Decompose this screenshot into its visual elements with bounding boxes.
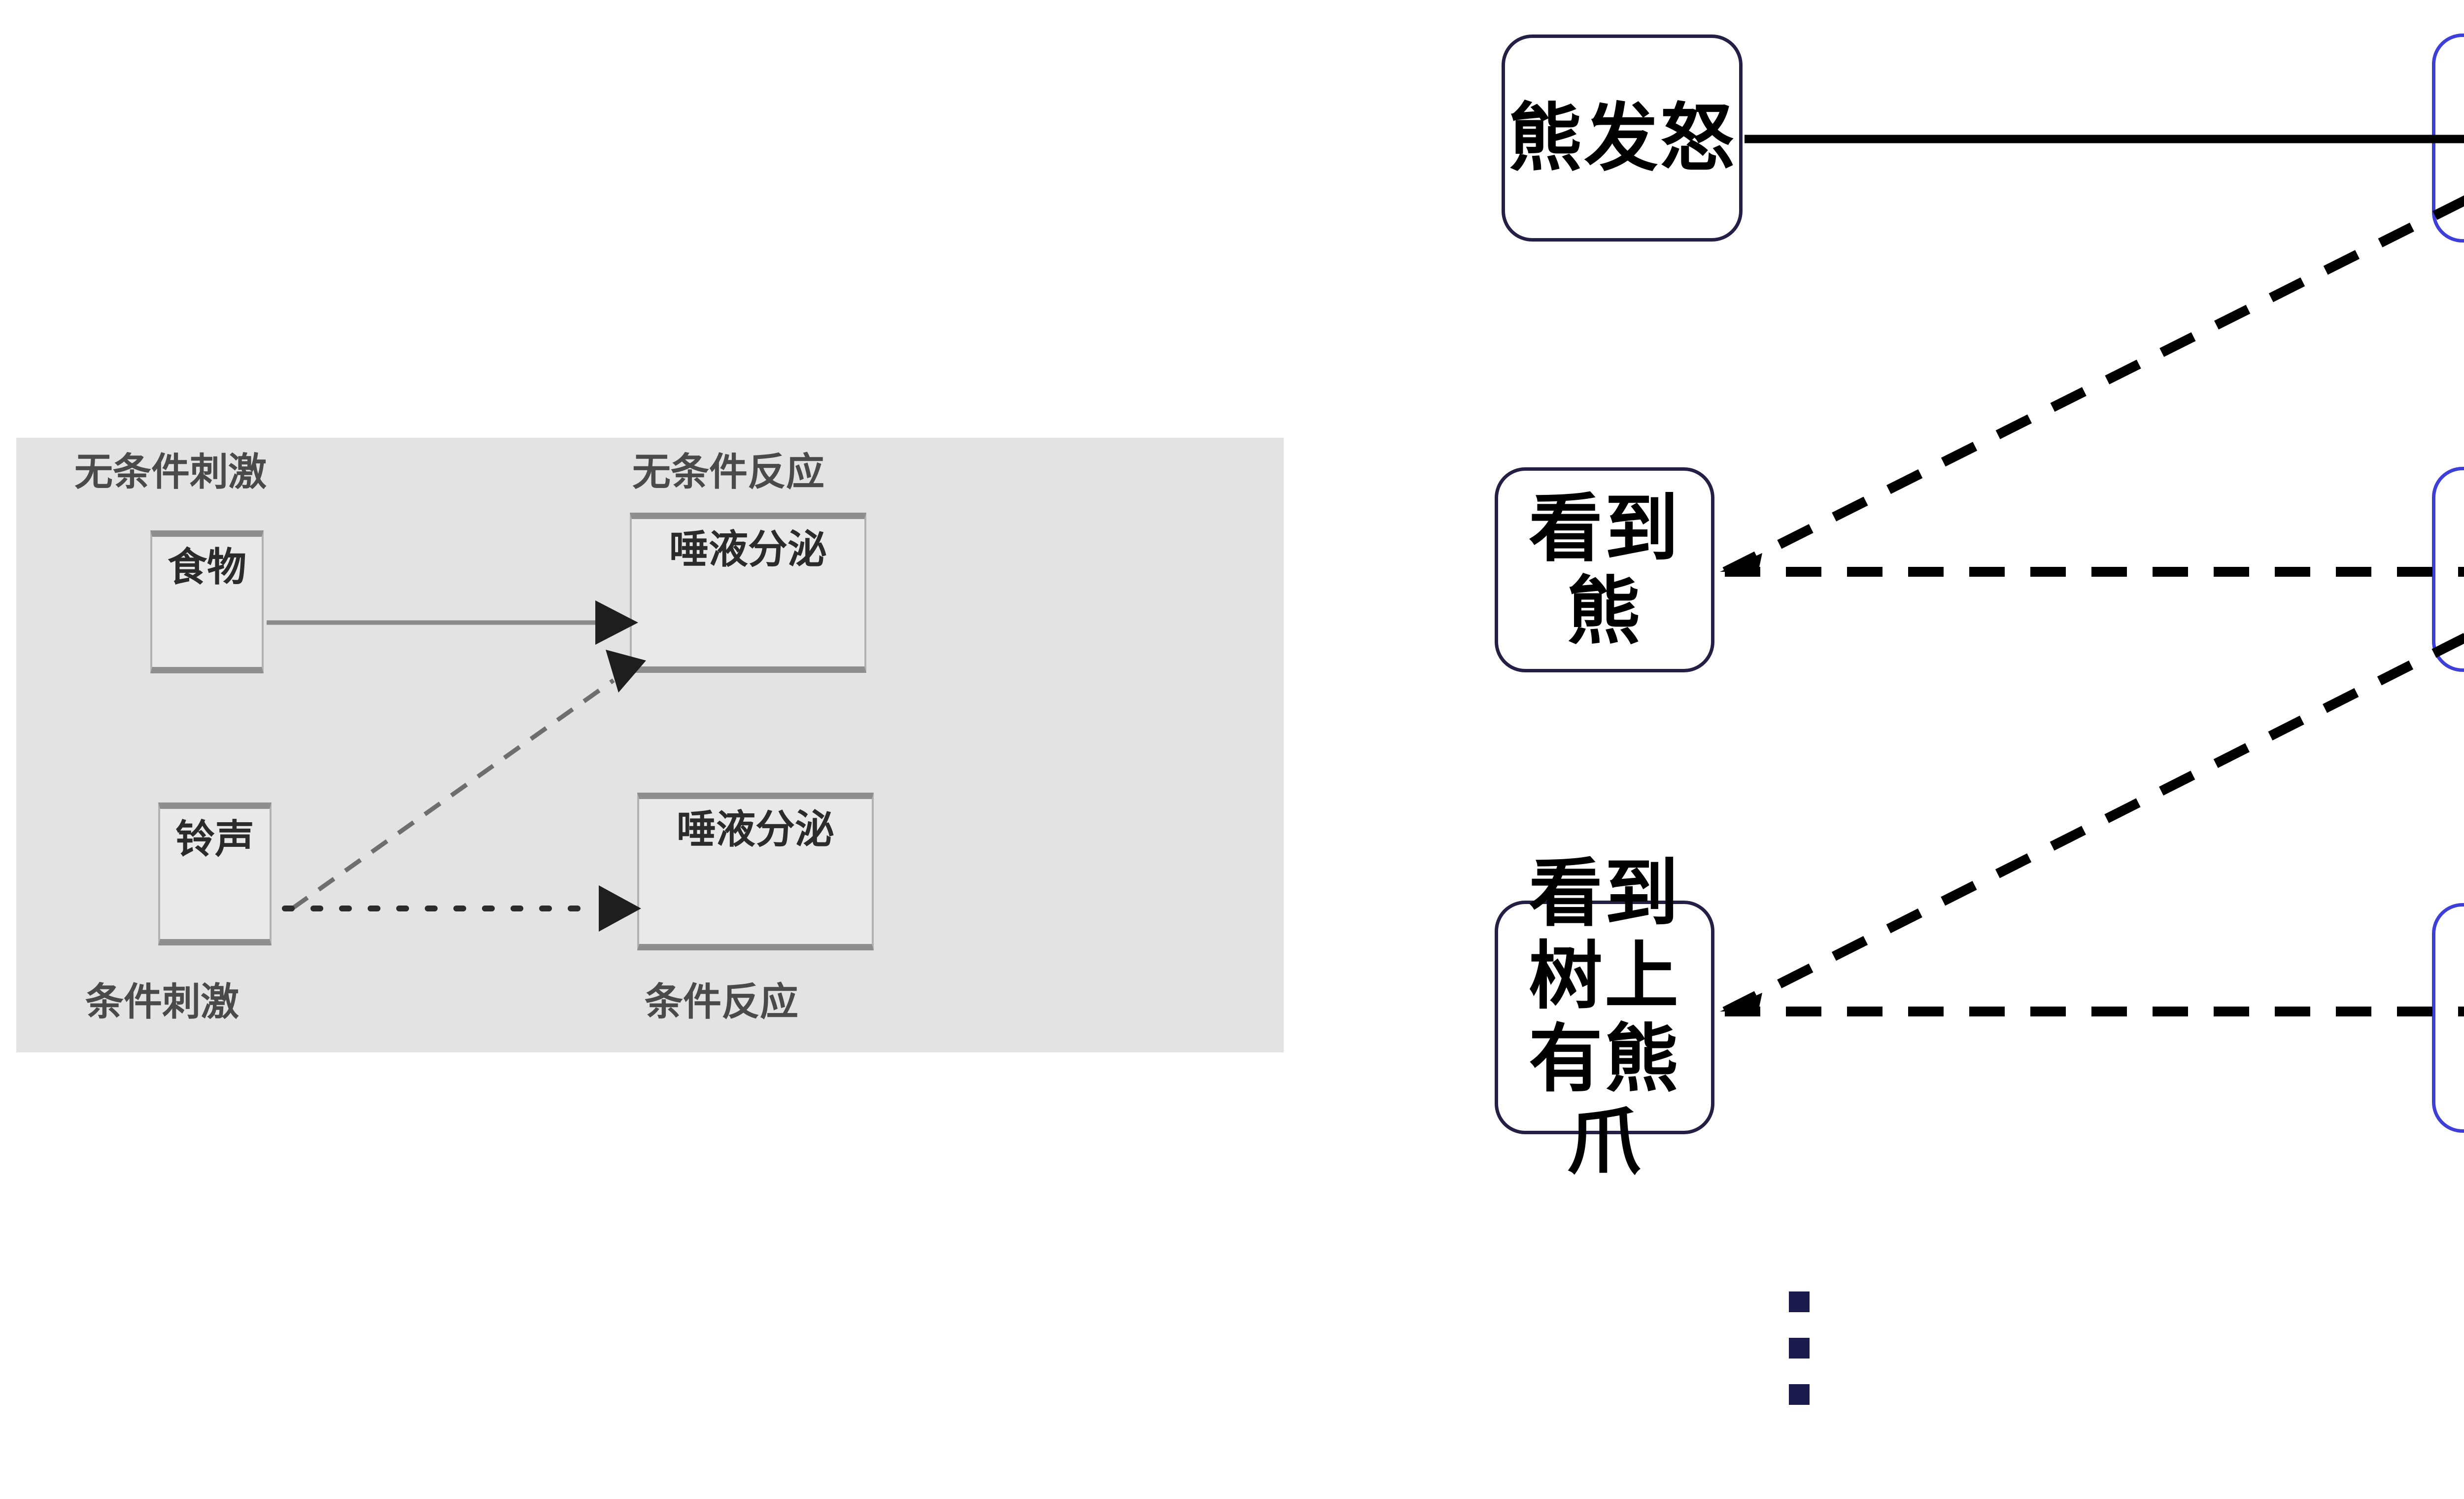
cc-box-salivation-top-label: 唾液分泌 [669,527,827,571]
rl-box-bear-angry-label: 熊发怒 [1508,97,1736,179]
ellipsis-dot [1789,1338,1810,1359]
ellipsis-dot [1789,1384,1810,1405]
cc-arrow-bell-to-salivation-bottom [282,885,641,932]
classical-conditioning-panel: 无条件刺激 无条件反应 条件刺激 条件反应 食物 铃声 唾液分泌 唾液分泌 [16,438,1284,1052]
rl-arrow-see-claw-to-v-s-prime [1722,632,2464,1016]
label-conditioned-stimulus: 条件刺激 [85,980,240,1023]
label-unconditioned-stimulus: 无条件刺激 [74,450,267,493]
rl-box-see-bear-label: 看到熊 [1528,487,1680,653]
rl-box-see-claw-label: 看到树上 有熊爪 [1528,852,1680,1183]
cc-arrow-food-to-salivation [267,600,638,645]
rl-arrow-see-bear-to-reward [1722,195,2464,576]
cc-arrows-layer [267,600,646,932]
left-column-ellipsis [1789,1291,1810,1405]
cc-box-salivation-top: 唾液分泌 [630,513,866,673]
cc-box-food: 食物 [150,530,264,673]
label-conditioned-response: 条件反应 [645,980,799,1023]
cc-box-salivation-bottom: 唾液分泌 [637,793,874,950]
cc-box-food-label: 食物 [168,545,246,589]
rl-box-bear-angry[interactable]: 熊发怒 [1502,35,1743,242]
rl-box-v-s[interactable]: V(s) [2432,903,2464,1133]
ellipsis-dot [1789,1291,1810,1312]
rl-arrow-bear-angry-to-reward [1745,135,2464,143]
rl-arrow-see-bear-to-v-s-prime [1720,553,2464,577]
cc-box-salivation-bottom-label: 唾液分泌 [677,807,834,851]
rl-box-see-bear[interactable]: 看到熊 [1495,467,1714,672]
cc-box-bell: 铃声 [158,802,272,945]
cc-box-bell-label: 铃声 [175,817,254,861]
rl-arrows-layer [1720,135,2464,1016]
label-unconditioned-response: 无条件反应 [632,450,825,493]
rl-box-see-claw[interactable]: 看到树上 有熊爪 [1495,852,1714,1183]
rl-arrow-see-claw-to-v-s [1720,993,2464,1016]
cc-arrow-bell-to-salivation-top [291,650,646,910]
